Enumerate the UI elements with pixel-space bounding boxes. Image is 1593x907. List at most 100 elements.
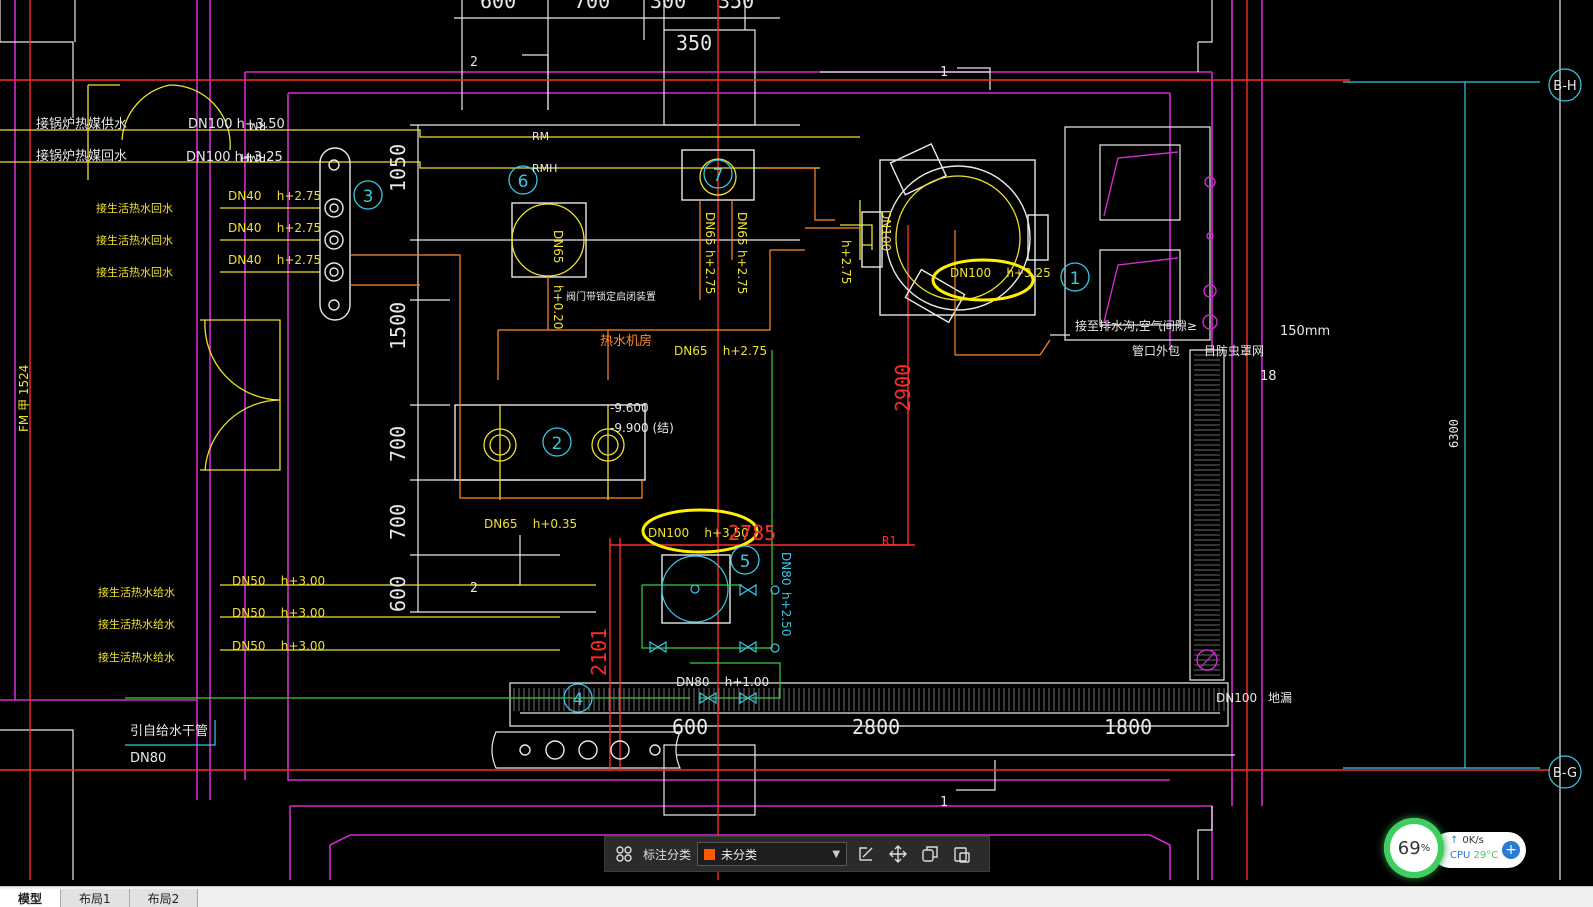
- green-pipes: [125, 350, 781, 699]
- label-18: 18: [1260, 369, 1277, 384]
- tab-layout-2[interactable]: 布局2: [129, 889, 199, 907]
- net-speed: 0K/s: [1462, 835, 1484, 846]
- dim-top-350: 350: [676, 31, 712, 55]
- percent-sign: %: [1420, 842, 1431, 854]
- category-dropdown[interactable]: 未分类 ▼: [697, 842, 848, 866]
- cpu-temp: 29°C: [1473, 850, 1499, 861]
- spec-h250-v: h+2.50: [779, 592, 793, 636]
- category-label: 标注分类: [643, 847, 692, 862]
- copy-icon[interactable]: [917, 841, 943, 867]
- layout-tab-bar: 模型 布局1 布局2: [0, 886, 1593, 907]
- equipment-outlines: [319, 143, 1049, 760]
- spec-h275-vert: h+2.75: [839, 240, 853, 284]
- cyan-lines: [125, 68, 1582, 789]
- label-floor-drain-dn: DN100: [1216, 691, 1257, 705]
- paste-icon[interactable]: [949, 841, 975, 867]
- tag-6: 6: [518, 172, 529, 192]
- monitor-panel: ↑0K/s CPU 29°C +: [1432, 832, 1526, 868]
- dim-left-600: 600: [386, 576, 410, 612]
- tag-5: 5: [740, 552, 751, 572]
- tag-1: 1: [1070, 269, 1081, 289]
- marker-1-top: 1: [940, 65, 948, 80]
- spec-sup-1: DN50 h+3.00: [232, 574, 325, 588]
- memory-gauge: 69%: [1384, 818, 1444, 878]
- axis-bubble-bh: B-H: [1553, 79, 1576, 94]
- tag-3: 3: [363, 187, 374, 207]
- spec-dn100-vert: DN100: [879, 210, 893, 251]
- label-rm-2: RM: [249, 119, 266, 132]
- spec-h275-v1: h+2.75: [703, 250, 717, 294]
- edit-icon[interactable]: [853, 841, 879, 867]
- label-boiler-return: 接锅炉热媒回水: [36, 148, 127, 164]
- memory-percent: 69: [1397, 837, 1421, 859]
- label-dhw-return-1: 接生活热水回水: [96, 201, 173, 215]
- label-door-tag: FM 甲 1524: [17, 365, 31, 432]
- tag-7: 7: [713, 166, 724, 186]
- label-rmh-2: RMH: [241, 151, 266, 164]
- tag-2: 2: [552, 434, 563, 454]
- spec-boiler-return: DN100 h+3.25: [186, 150, 283, 165]
- dim-left-1500: 1500: [386, 302, 410, 350]
- label-drain-note: 接至排水沟,空气间隙≥: [1075, 318, 1197, 333]
- label-boiler-supply: 接锅炉热媒供水: [36, 116, 127, 132]
- dim-bottom-2800: 2800: [852, 715, 900, 739]
- wall-lines: [0, 0, 1263, 880]
- highlight-ellipses: [641, 258, 1035, 554]
- dim-left-1050: 1050: [386, 144, 410, 192]
- floor-drain-icon: [1196, 649, 1218, 671]
- wall-outlines: [0, 0, 1561, 880]
- yellow-pipes: [0, 84, 860, 651]
- tag-circles: [353, 159, 1090, 713]
- spec-h020: h+0.20: [551, 285, 565, 329]
- drain-hatch: [513, 354, 1225, 711]
- plus-icon[interactable]: +: [1502, 841, 1520, 859]
- dim-right-6300: 6300: [1447, 419, 1461, 448]
- dim-top-d: 350: [718, 0, 754, 13]
- chevron-down-icon: ▼: [832, 848, 841, 860]
- tab-model[interactable]: 模型: [0, 889, 62, 907]
- spec-sup-3: DN50 h+3.00: [232, 639, 325, 653]
- spec-h275-v2: h+2.75: [735, 250, 749, 294]
- spec-dn65-v2: DN65: [735, 212, 749, 246]
- move-icon[interactable]: [885, 841, 911, 867]
- tag-4: 4: [573, 690, 584, 710]
- label-rm-1: RM: [532, 130, 549, 143]
- label-valve-note: 阀门带锁定启闭装置: [566, 290, 656, 303]
- spec-boiler-supply: DN100 h+3.50: [188, 117, 285, 132]
- yellow-equipment: [483, 158, 1021, 500]
- label-pump-room: 热水机房: [600, 333, 652, 349]
- spec-dn65-tank: DN65: [551, 230, 565, 264]
- marker-2-mid: 2: [470, 581, 478, 596]
- category-value: 未分类: [721, 847, 758, 862]
- category-swatch: [704, 848, 716, 860]
- label-dhw-return-3: 接生活热水回水: [96, 265, 173, 279]
- axis-bubble-bg: B-G: [1553, 766, 1577, 781]
- label-pipe-outside: 管口外包: [1132, 343, 1180, 358]
- orange-pipes: [350, 167, 1051, 499]
- dim-top-c: 300: [650, 0, 686, 13]
- dim-top-a: 600: [480, 0, 516, 13]
- cpu-label: CPU: [1450, 850, 1471, 861]
- label-dhw-supply-3: 接生活热水给水: [98, 650, 175, 664]
- upload-arrow-icon: ↑: [1450, 835, 1459, 846]
- spec-ret-3: DN40 h+2.75: [228, 253, 321, 267]
- spec-ret-1: DN40 h+2.75: [228, 189, 321, 203]
- spec-dn65-v1: DN65: [703, 212, 717, 246]
- grid-icon[interactable]: [611, 841, 637, 867]
- label-floor-drain: 地漏: [1268, 691, 1292, 705]
- dim-top-b: 700: [574, 0, 610, 13]
- label-main-feed: 引自给水干管: [130, 724, 208, 739]
- label-150mm: 150mm: [1280, 324, 1330, 339]
- dim-bottom-600: 600: [672, 715, 708, 739]
- system-monitor-widget[interactable]: ↑0K/s CPU 29°C + 69%: [1384, 818, 1528, 878]
- label-rmh-1: RMH: [532, 162, 557, 175]
- spec-dn100-h350: DN100 h+3.50: [648, 526, 749, 540]
- spec-dn80-h100: DN80 h+1.00: [676, 675, 769, 689]
- tab-layout-1[interactable]: 布局1: [61, 889, 130, 907]
- marker-2-top: 2: [470, 55, 478, 70]
- level-1: -9.600: [610, 401, 649, 415]
- spec-pump-dn65: DN65 h+0.35: [484, 517, 577, 531]
- label-insect-net: 目防虫罩网: [1204, 343, 1264, 358]
- dim-red-2785: 2785: [728, 521, 776, 545]
